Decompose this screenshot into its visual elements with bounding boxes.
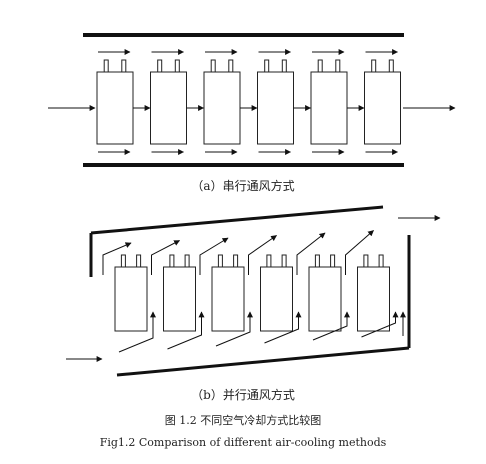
parallel-rise-flow-arrow-3 [199, 237, 229, 275]
serial-battery-cell-2 [150, 59, 187, 145]
parallel-inlet-flow-arrow-5 [312, 311, 350, 341]
serial-battery-cell-3-terminal-pos [210, 59, 216, 73]
parallel-duct-top-wall [90, 205, 384, 235]
parallel-battery-cell-4-terminal-pos [266, 254, 272, 268]
parallel-battery-cell-6-terminal-neg [378, 254, 384, 268]
parallel-battery-cell-3-terminal-pos [217, 254, 223, 268]
parallel-battery-cell-5 [308, 254, 342, 332]
parallel-rise-flow-arrow-1 [102, 242, 132, 275]
serial-battery-cell-5 [310, 59, 348, 145]
serial-battery-cell-3-terminal-neg [228, 59, 234, 73]
parallel-battery-cell-1 [114, 254, 148, 332]
parallel-battery-cell-4-terminal-neg [281, 254, 287, 268]
serial-ventilation-diagram [48, 33, 456, 167]
parallel-inlet-flow-arrow-2 [167, 311, 205, 350]
serial-battery-cell-1 [96, 59, 134, 145]
serial-battery-cell-5-terminal-neg [335, 59, 341, 73]
parallel-battery-cell-2-terminal-neg [184, 254, 190, 268]
figure-caption-chinese: 图 1.2 不同空气冷却方式比较图 [164, 414, 322, 427]
serial-battery-cell-4 [257, 59, 294, 145]
parallel-inlet-flow-arrow-6 [361, 311, 399, 338]
serial-battery-cell-6-terminal-pos [371, 59, 377, 73]
parallel-rise-flow-arrow-6 [345, 230, 374, 275]
parallel-battery-cell-1-terminal-pos [120, 254, 126, 268]
parallel-battery-cell-5-terminal-neg [330, 254, 336, 268]
parallel-battery-cell-3 [211, 254, 245, 332]
parallel-battery-cell-2-terminal-pos [169, 254, 175, 268]
caption-serial: （a）串行通风方式 [191, 179, 295, 193]
parallel-battery-cell-1-terminal-neg [136, 254, 142, 268]
parallel-inlet-flow-arrow-3 [215, 311, 253, 347]
parallel-rise-flow-arrow-4 [248, 235, 277, 275]
serial-battery-cell-4-terminal-neg [281, 59, 287, 73]
parallel-battery-cell-6 [357, 254, 390, 332]
parallel-duct-bottom-wall [116, 346, 410, 377]
figure-caption-english: Fig1.2 Comparison of different air-cooli… [99, 436, 387, 449]
serial-battery-cell-3 [203, 59, 241, 145]
serial-battery-cell-6-terminal-neg [388, 59, 394, 73]
parallel-battery-cell-2 [163, 254, 196, 332]
parallel-ventilation-diagram [66, 205, 441, 377]
parallel-battery-cell-6-terminal-pos [363, 254, 369, 268]
serial-battery-cell-6 [364, 59, 401, 145]
parallel-inlet-flow-arrow-1 [118, 311, 156, 353]
parallel-battery-cell-3-terminal-neg [233, 254, 239, 268]
parallel-rise-flow-arrow-2 [151, 240, 181, 275]
serial-battery-cell-2-terminal-pos [157, 59, 163, 73]
parallel-battery-cell-5-terminal-pos [314, 254, 320, 268]
serial-battery-cell-2-terminal-neg [174, 59, 180, 73]
caption-parallel: （b）并行通风方式 [191, 388, 295, 402]
parallel-inlet-flow-arrow-4 [264, 311, 302, 344]
serial-battery-cell-1-terminal-neg [121, 59, 127, 73]
parallel-battery-cell-4 [260, 254, 293, 332]
serial-battery-cell-1-terminal-pos [103, 59, 109, 73]
serial-battery-cell-5-terminal-pos [317, 59, 323, 73]
parallel-rise-flow-arrow-5 [296, 232, 326, 275]
serial-battery-cell-4-terminal-pos [264, 59, 270, 73]
